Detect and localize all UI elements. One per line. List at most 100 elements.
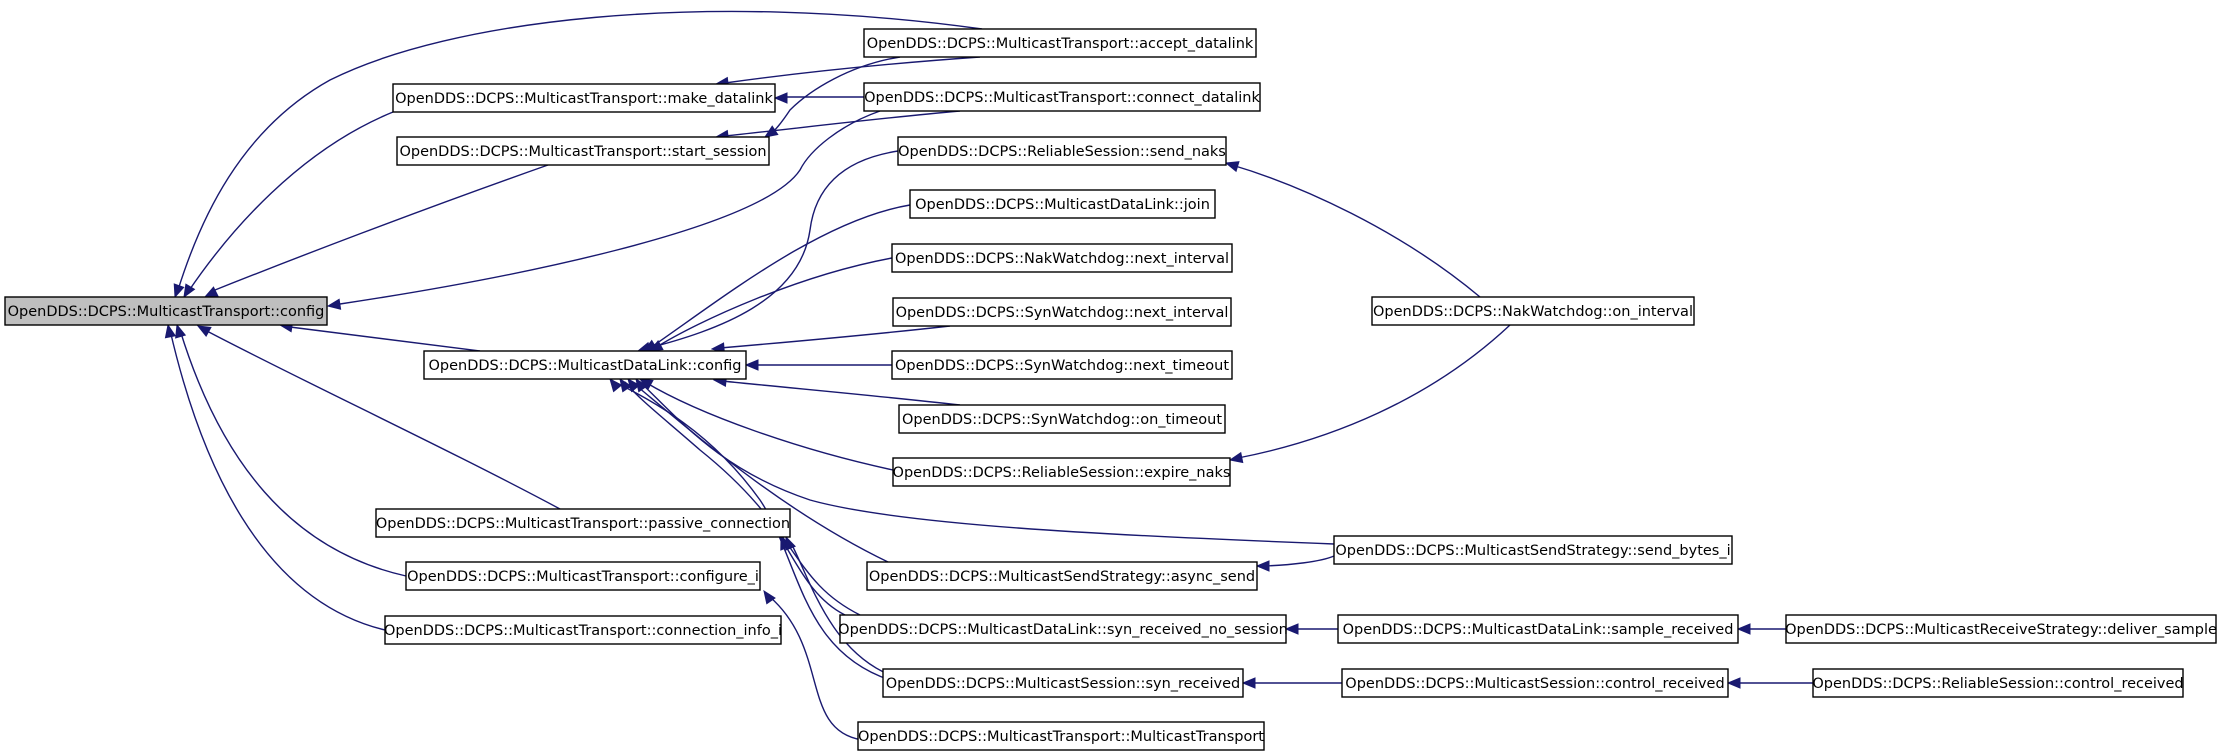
node-box (857, 721, 1265, 751)
node-relctrl[interactable]: OpenDDS::DCPS::ReliableSession::control_… (1812, 668, 2184, 698)
node-box (405, 561, 761, 591)
node-label: OpenDDS::DCPS::MulticastReceiveStrategy:… (1785, 622, 2217, 638)
arrowhead-icon (1241, 677, 1256, 689)
edge-make-to-config (183, 111, 394, 299)
edge-accept-to-config (173, 10, 983, 299)
node-synnosess[interactable]: OpenDDS::DCPS::MulticastDataLink::syn_re… (838, 614, 1288, 644)
node-synto[interactable]: OpenDDS::DCPS::SynWatchdog::next_timeout (891, 350, 1233, 380)
node-ctor[interactable]: OpenDDS::DCPS::MulticastTransport::Multi… (857, 721, 1265, 751)
node-config[interactable]: OpenDDS::DCPS::MulticastTransport::confi… (4, 296, 328, 326)
arrowhead-icon (1736, 623, 1751, 635)
edge-layer (164, 10, 1814, 741)
edge-expire-to-dlconfig (638, 378, 894, 471)
edge-configi-to-config (175, 323, 407, 577)
arrowhead-icon (173, 283, 185, 299)
node-box (839, 614, 1287, 644)
edge-synnext-to-dlconfig (710, 325, 951, 354)
arrowhead-icon (1255, 560, 1270, 572)
node-label: OpenDDS::DCPS::MulticastSendStrategy::se… (1335, 543, 1730, 559)
node-label: OpenDDS::DCPS::MulticastDataLink::join (915, 197, 1210, 213)
node-ctrlrecv[interactable]: OpenDDS::DCPS::MulticastSession::control… (1341, 668, 1729, 698)
node-label: OpenDDS::DCPS::MulticastTransport::confi… (8, 304, 325, 320)
node-synrecv[interactable]: OpenDDS::DCPS::MulticastSession::syn_rec… (882, 668, 1244, 698)
edge-line (724, 110, 961, 137)
node-label: OpenDDS::DCPS::ReliableSession::expire_n… (893, 465, 1231, 481)
edge-line (654, 257, 893, 349)
arrowhead-icon (744, 359, 759, 371)
node-nakon[interactable]: OpenDDS::DCPS::NakWatchdog::on_interval (1371, 296, 1695, 326)
edge-synrecv-to-dlconfig (609, 377, 891, 681)
edge-synrecv-to-passive (785, 535, 891, 676)
node-accept[interactable]: OpenDDS::DCPS::MulticastTransport::accep… (863, 28, 1257, 58)
arrowhead-icon (763, 589, 776, 605)
node-label: OpenDDS::DCPS::MulticastTransport::conne… (384, 623, 782, 639)
node-box (892, 297, 1232, 327)
node-label: OpenDDS::DCPS::MulticastTransport::make_… (395, 91, 773, 107)
edge-connect-to-start (714, 110, 961, 142)
node-box (1341, 668, 1729, 698)
edge-nakon-to-sendnaks (1224, 161, 1481, 298)
node-label: OpenDDS::DCPS::MulticastDataLink::config (428, 358, 741, 374)
edge-dlconfig-to-config (278, 321, 481, 352)
edge-line (1231, 164, 1481, 298)
arrowhead-icon (203, 286, 219, 298)
edge-line (644, 381, 894, 471)
node-synnext[interactable]: OpenDDS::DCPS::SynWatchdog::next_interva… (892, 297, 1232, 327)
node-naknext[interactable]: OpenDDS::DCPS::NakWatchdog::next_interva… (891, 243, 1233, 273)
node-label: OpenDDS::DCPS::MulticastDataLink::syn_re… (838, 622, 1288, 638)
node-box (909, 189, 1216, 219)
node-box (863, 82, 1261, 112)
node-box (384, 615, 782, 645)
node-configi[interactable]: OpenDDS::DCPS::MulticastTransport::confi… (405, 561, 761, 591)
node-deliver[interactable]: OpenDDS::DCPS::MulticastReceiveStrategy:… (1785, 614, 2217, 644)
node-start[interactable]: OpenDDS::DCPS::MulticastTransport::start… (396, 136, 770, 166)
node-box (882, 668, 1244, 698)
edge-join-to-dlconfig (642, 204, 911, 352)
node-make[interactable]: OpenDDS::DCPS::MulticastTransport::make_… (392, 83, 776, 113)
arrowhead-icon (773, 92, 788, 104)
edge-line (724, 56, 981, 84)
node-conninfo[interactable]: OpenDDS::DCPS::MulticastTransport::conne… (384, 615, 782, 645)
node-join[interactable]: OpenDDS::DCPS::MulticastDataLink::join (909, 189, 1216, 219)
arrowhead-icon (1284, 623, 1299, 635)
edge-line (289, 326, 481, 352)
node-label: OpenDDS::DCPS::SynWatchdog::on_timeout (902, 412, 1222, 428)
node-connect[interactable]: OpenDDS::DCPS::MulticastTransport::conne… (863, 82, 1261, 112)
edge-line (644, 150, 899, 350)
node-sendbytes[interactable]: OpenDDS::DCPS::MulticastSendStrategy::se… (1333, 535, 1733, 565)
node-label: OpenDDS::DCPS::NakWatchdog::next_interva… (895, 251, 1229, 267)
node-box (1812, 668, 2184, 698)
node-box (897, 136, 1227, 166)
node-label: OpenDDS::DCPS::MulticastTransport::Multi… (858, 729, 1264, 745)
node-label: OpenDDS::DCPS::MulticastTransport::accep… (867, 36, 1254, 52)
edge-synon-to-dlconfig (712, 375, 961, 406)
edge-line (204, 329, 561, 510)
edge-nakon-to-expire (1228, 324, 1511, 464)
node-box (892, 457, 1231, 487)
node-synon[interactable]: OpenDDS::DCPS::SynWatchdog::on_timeout (898, 404, 1226, 434)
node-samplerecv[interactable]: OpenDDS::DCPS::MulticastDataLink::sample… (1337, 614, 1739, 644)
arrowhead-icon (609, 377, 623, 393)
arrowhead-icon (785, 535, 796, 551)
node-passive[interactable]: OpenDDS::DCPS::MulticastTransport::passi… (375, 508, 791, 538)
node-box (1371, 296, 1695, 326)
edge-sendnaks-to-dlconfig (636, 150, 899, 353)
edge-naknext-to-dlconfig (648, 257, 893, 352)
edge-relctrl-to-ctrlrecv (1726, 677, 1814, 689)
node-box (396, 136, 770, 166)
node-label: OpenDDS::DCPS::MulticastTransport::confi… (407, 569, 759, 585)
edge-line (1263, 555, 1335, 567)
node-expire[interactable]: OpenDDS::DCPS::ReliableSession::expire_n… (892, 457, 1231, 487)
node-sendnaks[interactable]: OpenDDS::DCPS::ReliableSession::send_nak… (897, 136, 1227, 166)
edge-line (791, 544, 891, 676)
node-box (1785, 614, 2217, 644)
node-dlconfig[interactable]: OpenDDS::DCPS::MulticastDataLink::config (423, 350, 747, 380)
node-layer: OpenDDS::DCPS::MulticastTransport::confi… (4, 28, 2217, 751)
node-label: OpenDDS::DCPS::MulticastSendStrategy::as… (869, 569, 1255, 585)
node-asyncsend[interactable]: OpenDDS::DCPS::MulticastSendStrategy::as… (866, 561, 1258, 591)
edge-ctor-to-configi (763, 589, 863, 741)
edge-line (769, 596, 863, 741)
edge-ctrlrecv-to-synrecv (1241, 677, 1343, 689)
edge-line (719, 325, 951, 349)
